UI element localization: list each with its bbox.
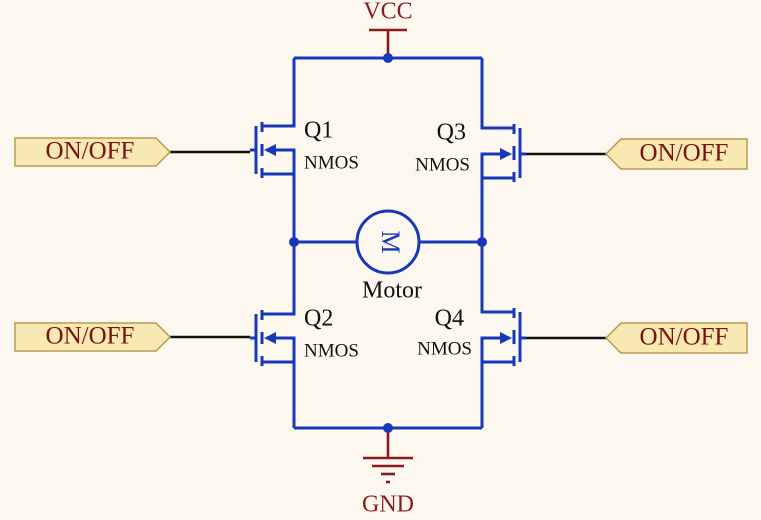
q4-label: Q4 (435, 306, 464, 332)
transistor-q3: Q3 NMOS (415, 120, 526, 182)
gate-signal-wires (170, 150, 606, 340)
junction-dot (383, 53, 393, 63)
motor-circle (355, 209, 421, 275)
source (480, 360, 514, 364)
q1-label: Q1 (304, 118, 333, 144)
port-q3: ON/OFF (604, 138, 748, 170)
q3-label: Q3 (437, 120, 466, 146)
port-arrow (604, 322, 748, 354)
body (274, 148, 296, 174)
vcc-label: VCC (363, 0, 412, 25)
body-arrow (500, 148, 512, 160)
q2-label: Q2 (304, 306, 333, 332)
port-label: ON/OFF (640, 324, 729, 351)
transistor-q2: Q2 NMOS (250, 306, 359, 366)
q2-type: NMOS (304, 340, 359, 361)
transistor-q4: Q4 NMOS (417, 306, 526, 366)
port-q2: ON/OFF (14, 322, 172, 352)
port-label: ON/OFF (640, 140, 729, 167)
port-arrow (14, 137, 172, 167)
body-arrow (264, 144, 276, 156)
vcc-symbol: VCC (363, 0, 413, 58)
port-label: ON/OFF (46, 323, 135, 350)
port-label: ON/OFF (46, 138, 135, 165)
source (262, 172, 296, 178)
gnd-symbol: GND (362, 428, 414, 518)
port-q4: ON/OFF (604, 322, 748, 354)
junction-dot (383, 423, 393, 433)
port-q1: ON/OFF (14, 137, 172, 167)
transistor-q1: Q1 NMOS (250, 118, 359, 178)
q3-type: NMOS (415, 154, 470, 175)
body-arrow (500, 332, 512, 344)
motor-symbol: M (376, 230, 405, 253)
source (262, 360, 296, 366)
junction-dot (289, 237, 299, 247)
gnd-label: GND (362, 492, 414, 518)
q1-type: NMOS (304, 152, 359, 173)
motor-label: Motor (362, 278, 422, 304)
junction-dot (477, 237, 487, 247)
drain (480, 122, 514, 130)
port-arrow (604, 138, 748, 170)
drain (480, 310, 514, 314)
junctions (289, 53, 487, 433)
port-arrow (14, 322, 172, 352)
body (480, 336, 500, 362)
drain (262, 122, 296, 128)
body (480, 152, 500, 178)
body (274, 336, 296, 362)
q4-type: NMOS (417, 338, 472, 359)
drain (262, 310, 296, 316)
motor: M Motor (355, 209, 422, 304)
body-arrow (264, 332, 276, 344)
